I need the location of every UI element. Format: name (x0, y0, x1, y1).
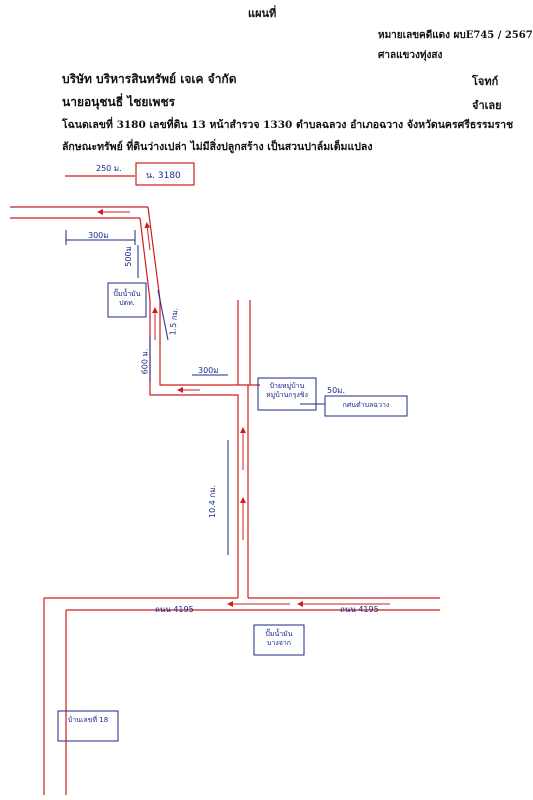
direction-arrows (97, 209, 390, 607)
distance-50m: 50ม. (327, 386, 345, 395)
deed-info: โฉนดเลขที่ 3180 เลขที่ดิน 13 หน้าสำรวจ 1… (62, 119, 514, 131)
distance-300m-top: 300ม (88, 231, 109, 240)
case-number: หมายเลขคดีแดง ผบE745 / 2567 (378, 30, 533, 41)
property-description: ลักษณะทรัพย์ ที่ดินว่างเปล่า ไม่มีสิ่งปล… (62, 141, 373, 153)
plaintiff-role: โจทก์ (472, 75, 499, 88)
defendant-name: นายอนุชนธี่ ไชยเพชร (62, 95, 176, 109)
plot-label: น. 3180 (146, 171, 181, 181)
court-name: ศาลแขวงทุ่งสง (378, 50, 443, 61)
road-4195-left: ถนน 4195 (155, 605, 194, 614)
road-branch (237, 300, 260, 386)
road-winding (139, 206, 249, 598)
village-sign-box: ป้ายหมู่บ้าน หมู่บ้านกรุงชิง (266, 382, 308, 399)
distance-250m: 250 ม. (96, 164, 122, 173)
road-4195 (43, 597, 440, 795)
office-box: กศนตำบลฉวาง (342, 401, 390, 409)
gas-station-box: ปั๊มน้ำมัน ปตท. (113, 290, 141, 307)
defendant-role: จำเลย (472, 99, 502, 112)
bangchak-box: ปั๊มน้ำมัน บางจาก (265, 630, 293, 647)
distance-10-4km: 10.4 กม. (208, 484, 218, 519)
distance-1-5km: 1.5 กม. (168, 307, 180, 336)
page-title: แผนที่ (248, 7, 277, 20)
road-top (10, 175, 148, 219)
distance-300m-mid: 300ม (198, 366, 219, 375)
dimension-lines (65, 230, 325, 555)
plot-box (135, 162, 195, 186)
plaintiff-name: บริษัท บริหารสินทรัพย์ เจเค จำกัด (62, 72, 237, 86)
house-box: บ้านเลขที่ 18 (67, 716, 109, 724)
landmark-boxes (57, 282, 408, 742)
road-4195-right: ถนน 4195 (340, 605, 379, 614)
distance-500m: 500ม (123, 246, 133, 267)
distance-600m: 600 ม. (140, 348, 150, 375)
